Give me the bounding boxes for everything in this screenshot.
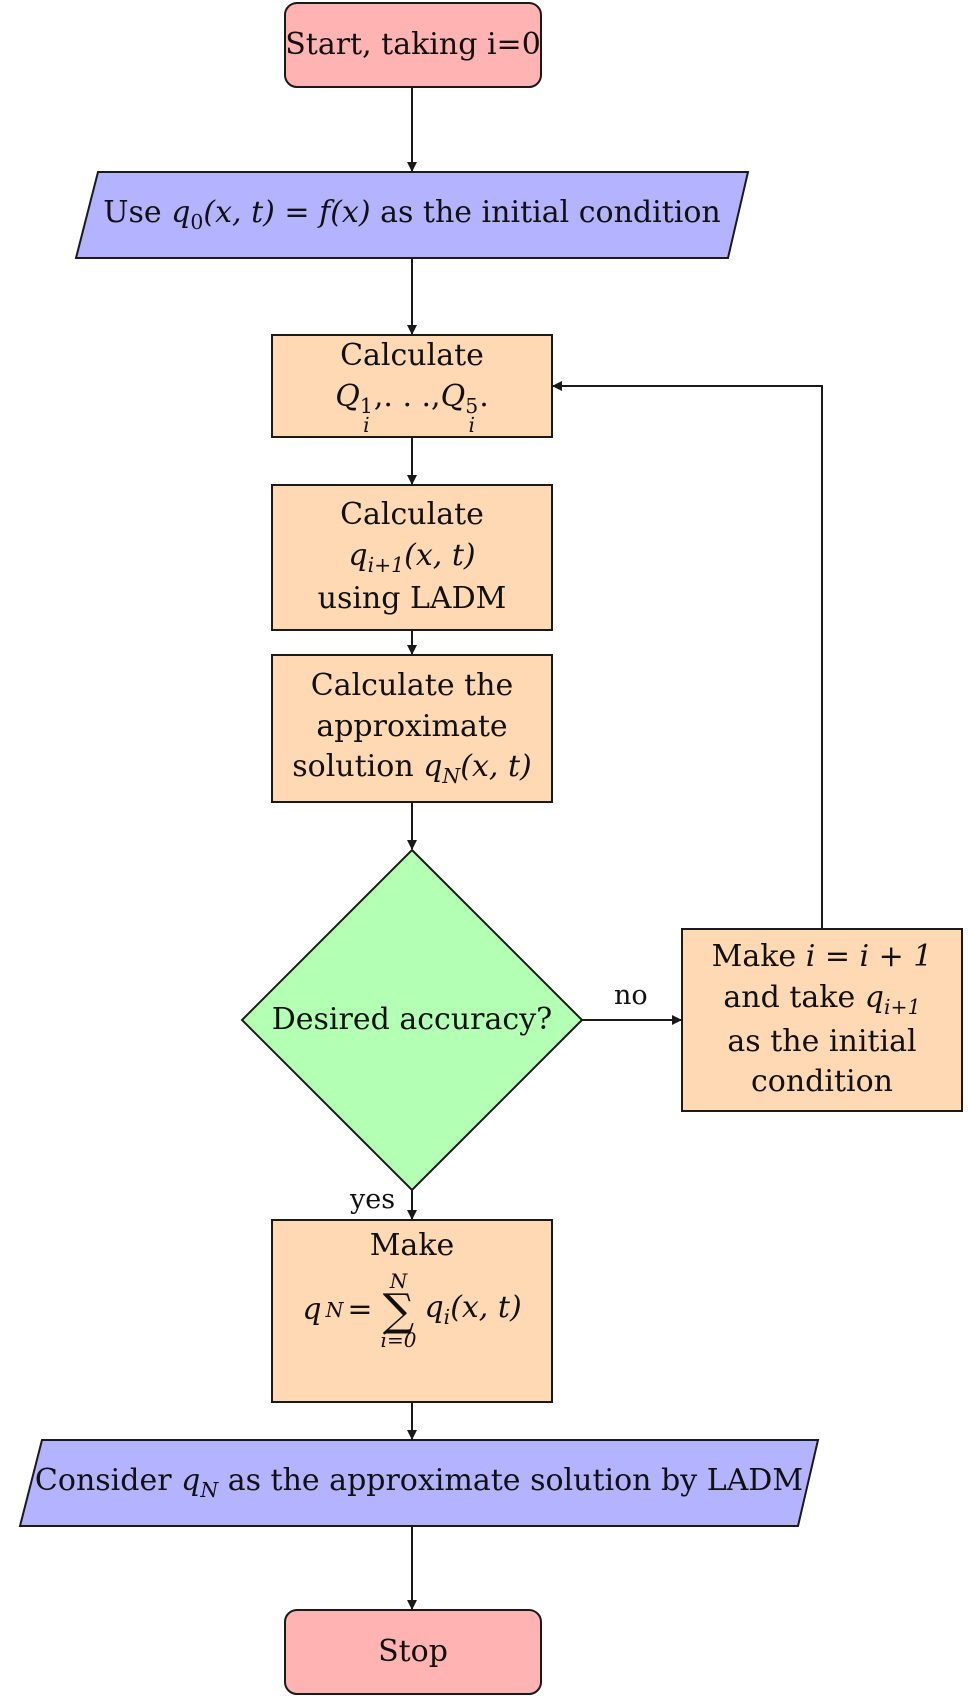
initial-condition-io-shape <box>74 171 750 259</box>
calculate-next-process: Calculate qi+1(x, t) using LADM <box>272 485 552 630</box>
calculate-q-line1: Calculate <box>340 338 484 374</box>
increment-line2: and take qi+1 <box>723 979 921 1020</box>
initial-condition-label: Use q0(x, t) = f(x) as the initial condi… <box>103 195 721 235</box>
approximate-line3: solution qN(x, t) <box>292 749 532 789</box>
approximate-solution-process-shape <box>271 654 553 803</box>
stop-terminal: Stop <box>285 1610 541 1694</box>
stop-label: Stop <box>378 1633 448 1669</box>
summation-operator: N ∑ i=0 <box>380 1268 417 1353</box>
initial-condition-io: Use q0(x, t) = f(x) as the initial condi… <box>76 172 748 258</box>
start-terminal: Start, taking i=0 <box>285 3 541 87</box>
calculate-next-line3: using LADM <box>317 581 507 617</box>
edge-increment-loop-back <box>552 381 823 929</box>
consider-solution-io: Consider qN as the approximate solution … <box>20 1440 818 1526</box>
calculate-next-formula: qi+1(x, t) <box>348 537 476 577</box>
increment-process: Make i = i + 1 and take qi+1 as the init… <box>682 929 962 1111</box>
approximate-solution-process: Calculate the approximate solution qN(x,… <box>272 655 552 802</box>
edge-label-no: no <box>614 980 648 1011</box>
consider-solution-io-shape <box>18 1439 820 1527</box>
increment-line4: condition <box>750 1064 894 1100</box>
increment-process-shape <box>681 928 963 1112</box>
calculate-next-line1: Calculate <box>340 497 484 533</box>
increment-line1: Make i = i + 1 <box>711 939 933 975</box>
sum-process-shape <box>271 1219 553 1403</box>
decision-label: Desired accuracy? <box>271 1001 553 1037</box>
edge-label-yes: yes <box>350 1184 396 1215</box>
stop-terminal-shape <box>284 1609 542 1695</box>
consider-label: Consider qN as the approximate solution … <box>34 1463 804 1503</box>
calculate-next-process-shape <box>271 484 553 631</box>
calculate-q-process-shape <box>271 334 553 438</box>
approximate-line1: Calculate the <box>310 668 514 704</box>
accuracy-decision: Desired accuracy? <box>242 990 582 1050</box>
approximate-line2: approximate <box>316 708 508 744</box>
increment-line3: as the initial <box>727 1023 917 1059</box>
start-label: Start, taking i=0 <box>285 26 541 62</box>
sum-line1: Make <box>369 1228 455 1263</box>
